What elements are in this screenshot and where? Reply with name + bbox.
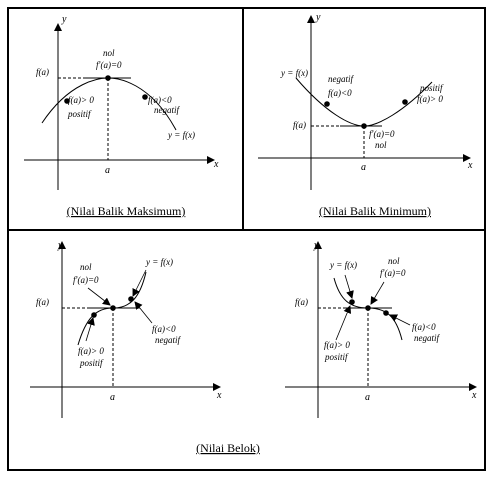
- curve-label: y = f(x): [167, 130, 195, 140]
- left-point: [91, 312, 97, 318]
- derivative-zero-label: f′(a)=0: [96, 60, 122, 70]
- left-condition: f(a)> 0: [78, 346, 104, 356]
- arrow-right: [389, 314, 411, 326]
- panel-belok-left: y x f(a) a nol f′(a)=0 y = f(x) f(a)<0 n…: [30, 240, 222, 418]
- arrow-left: [335, 305, 352, 341]
- fa-label: f(a): [36, 297, 49, 307]
- arrow-curve: [344, 274, 354, 299]
- right-point: [402, 99, 408, 105]
- right-sign: positif: [419, 83, 444, 93]
- right-condition: f(a)<0: [148, 95, 172, 105]
- arrow-curve: [132, 269, 147, 297]
- y-label: y: [313, 240, 319, 251]
- panel-minimum: y x f(a) a y = f(x) negatif f(a)<0 posit…: [258, 12, 473, 218]
- arrow-right: [134, 301, 153, 324]
- left-point: [64, 98, 70, 104]
- fa-label: f(a): [36, 67, 49, 77]
- curve-label: y = f(x): [280, 68, 308, 78]
- panel-maximum-frame: [7, 7, 244, 231]
- right-point: [383, 310, 389, 316]
- x-label: x: [467, 160, 473, 171]
- panel-belok-frame: [7, 229, 486, 471]
- min-point: [361, 123, 367, 129]
- right-condition: f(a)> 0: [417, 94, 443, 104]
- y-label: y: [315, 12, 321, 23]
- panel-maximum: y x f(a) a nol f′(a)=0 f(a)> 0 positif f…: [24, 14, 219, 218]
- right-point: [142, 94, 148, 100]
- right-condition: f(a)<0: [412, 322, 436, 332]
- panel-belok-right: y x f(a) a y = f(x) nol f′(a)=0 f(a)<0 n…: [285, 240, 477, 418]
- curve-label: y = f(x): [329, 260, 357, 270]
- right-condition: f(a)<0: [152, 324, 176, 334]
- curve-label: y = f(x): [145, 257, 173, 267]
- curve: [295, 77, 433, 127]
- left-sign: negatif: [328, 74, 354, 84]
- left-condition: f(a)> 0: [324, 340, 350, 350]
- y-label: y: [57, 240, 63, 251]
- inflection-point: [110, 305, 116, 311]
- inflection-point: [365, 305, 371, 311]
- left-point: [324, 101, 330, 107]
- a-label: a: [105, 165, 110, 176]
- arrow-left: [85, 317, 95, 342]
- fa-label: f(a): [295, 297, 308, 307]
- derivative-zero-label: f′(a)=0: [369, 129, 395, 139]
- a-label: a: [110, 392, 115, 403]
- arrow-nol: [87, 287, 111, 306]
- left-sign: positif: [67, 109, 92, 119]
- caption-maximum: (Nilai Balik Maksimum): [67, 204, 186, 218]
- caption-minimum: (Nilai Balik Minimum): [319, 204, 431, 218]
- fa-label: f(a): [293, 120, 306, 130]
- nol-label: nol: [103, 48, 115, 58]
- a-label: a: [365, 392, 370, 403]
- arrow-nol: [370, 281, 385, 305]
- derivative-zero-label: f′(a)=0: [73, 275, 99, 285]
- caption-belok: (Nilai Belok): [196, 441, 260, 455]
- right-sign: negatif: [155, 335, 181, 345]
- nol-label: nol: [80, 262, 92, 272]
- x-label: x: [471, 390, 477, 401]
- right-sign: negatif: [154, 105, 180, 115]
- panel-minimum-frame: [242, 7, 486, 231]
- x-label: x: [213, 159, 219, 170]
- max-point: [105, 75, 111, 81]
- left-condition: f(a)<0: [328, 88, 352, 98]
- derivative-zero-label: f′(a)=0: [380, 268, 406, 278]
- nol-label: nol: [388, 256, 400, 266]
- a-label: a: [361, 162, 366, 173]
- right-sign: negatif: [414, 333, 440, 343]
- y-label: y: [61, 14, 67, 25]
- left-sign: positif: [79, 358, 104, 368]
- x-label: x: [216, 390, 222, 401]
- left-point: [349, 299, 355, 305]
- left-condition: f(a)> 0: [68, 95, 94, 105]
- nol-label: nol: [375, 140, 387, 150]
- right-point: [128, 296, 134, 302]
- left-sign: positif: [324, 352, 349, 362]
